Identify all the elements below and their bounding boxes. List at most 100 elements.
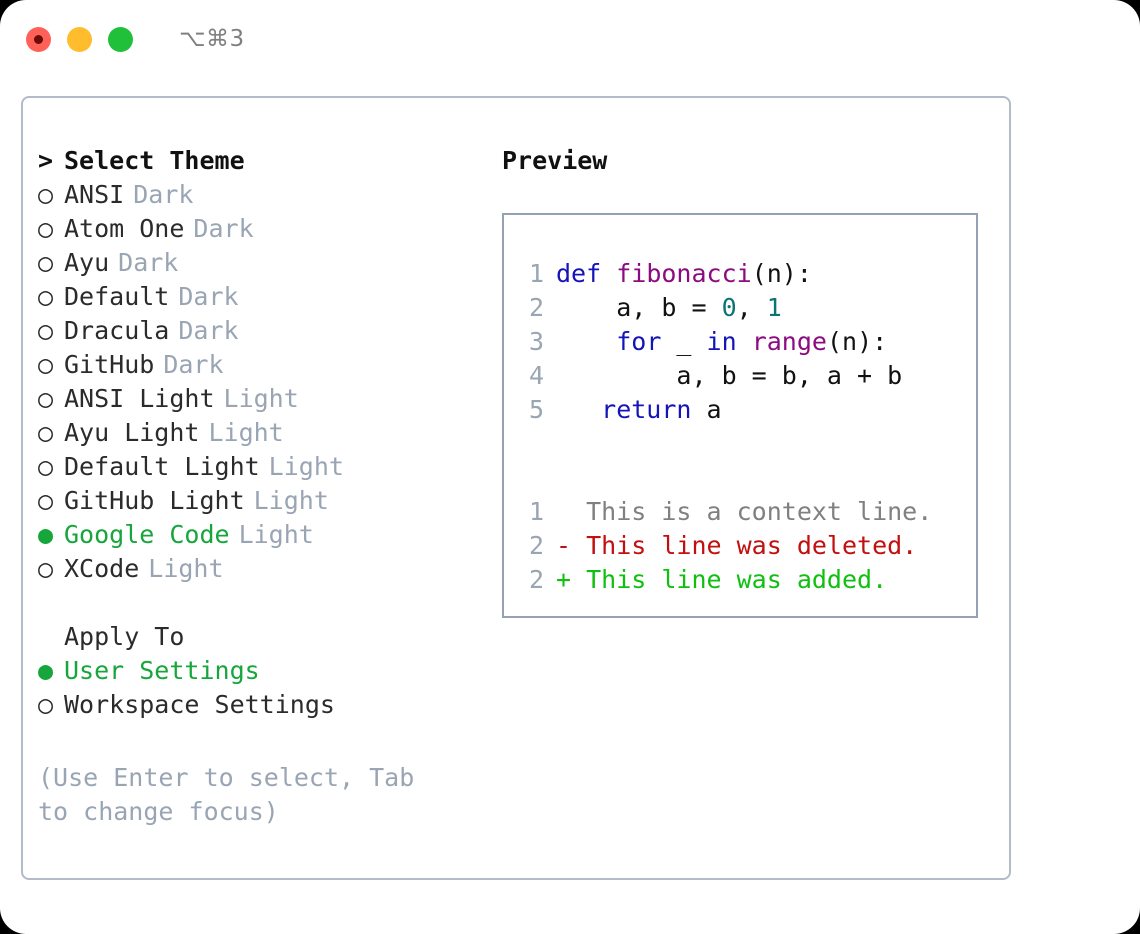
- theme-item-label: Default: [64, 282, 170, 311]
- code-token-plain: [737, 327, 752, 356]
- code-line: 2 a, b = 0, 1: [504, 293, 976, 327]
- diff-text: This is a context line.: [586, 497, 933, 526]
- line-number: 2: [528, 531, 544, 560]
- apply-to-item-workspace-settings[interactable]: ○ Workspace Settings: [38, 690, 468, 724]
- line-number: 5: [528, 395, 544, 424]
- theme-item-variant: Dark: [118, 248, 179, 277]
- theme-picker: > Select Theme ○ ANSI Dark ○ Atom One Da…: [38, 146, 468, 724]
- theme-item-variant: Dark: [193, 214, 254, 243]
- theme-item-variant: Light: [208, 418, 284, 447]
- radio-selected-icon[interactable]: ●: [38, 656, 54, 685]
- theme-item-ayu[interactable]: ○ Ayu Dark: [38, 248, 468, 282]
- diff-sign: +: [556, 565, 587, 594]
- radio-unselected-icon[interactable]: ○: [38, 350, 54, 379]
- title-bar: ⌥⌘3: [0, 0, 1140, 78]
- code-line: 1 def fibonacci(n):: [504, 259, 976, 293]
- code-token-plain: _: [661, 327, 707, 356]
- code-blank-line: [504, 429, 976, 463]
- line-number: 3: [528, 327, 544, 356]
- theme-item-label: ANSI Light: [64, 384, 215, 413]
- close-window-icon[interactable]: [26, 26, 51, 52]
- code-line: 5 return a: [504, 395, 976, 429]
- theme-item-ansi-light[interactable]: ○ ANSI Light Light: [38, 384, 468, 418]
- code-token-keyword: return: [601, 395, 692, 424]
- theme-item-variant: Dark: [163, 350, 224, 379]
- theme-item-variant: Light: [223, 384, 299, 413]
- theme-item-variant: Light: [268, 452, 344, 481]
- code-token-plain: [556, 395, 601, 424]
- theme-item-label: GitHub Light: [64, 486, 245, 515]
- theme-item-label: XCode: [64, 554, 140, 583]
- theme-item-ayu-light[interactable]: ○ Ayu Light Light: [38, 418, 468, 452]
- radio-unselected-icon[interactable]: ○: [38, 180, 54, 209]
- apply-to-item-user-settings[interactable]: ● User Settings: [38, 656, 468, 690]
- theme-item-google-code[interactable]: ● Google Code Light: [38, 520, 468, 554]
- code-token-plain: a: [691, 395, 722, 424]
- theme-item-dracula[interactable]: ○ Dracula Dark: [38, 316, 468, 350]
- theme-item-ansi[interactable]: ○ ANSI Dark: [38, 180, 468, 214]
- maximize-window-icon[interactable]: [108, 26, 133, 52]
- radio-selected-icon[interactable]: ●: [38, 520, 54, 549]
- theme-item-label: Ayu: [64, 248, 110, 277]
- code-token-function: fibonacci: [616, 259, 752, 288]
- apply-to-item-label: User Settings: [64, 656, 260, 685]
- theme-item-label: Atom One: [64, 214, 185, 243]
- theme-item-variant: Dark: [133, 180, 194, 209]
- code-blank-line: [504, 463, 976, 497]
- theme-item-atom-one[interactable]: ○ Atom One Dark: [38, 214, 468, 248]
- list-spacer: [38, 588, 468, 622]
- caret-icon: >: [38, 146, 54, 175]
- radio-unselected-icon[interactable]: ○: [38, 316, 54, 345]
- apply-to-header: Apply To: [38, 622, 468, 656]
- theme-item-variant: Light: [148, 554, 224, 583]
- radio-unselected-icon[interactable]: ○: [38, 282, 54, 311]
- theme-item-variant: Dark: [178, 282, 239, 311]
- radio-unselected-icon[interactable]: ○: [38, 690, 54, 719]
- line-number: 4: [528, 361, 544, 390]
- preview-title: Preview: [502, 146, 608, 175]
- theme-item-variant: Light: [238, 520, 314, 549]
- theme-picker-header: > Select Theme: [38, 146, 468, 180]
- code-token-plain: (n):: [826, 327, 888, 356]
- minimize-window-icon[interactable]: [67, 26, 92, 52]
- keyboard-hint: (Use Enter to select, Tab to change focu…: [38, 763, 415, 826]
- radio-unselected-icon[interactable]: ○: [38, 248, 54, 277]
- diff-sign: -: [556, 531, 587, 560]
- code-line: 4 a, b = b, a + b: [504, 361, 976, 395]
- preview-pane: Preview 1 def fibonacci(n): 2 a, b = 0, …: [502, 146, 992, 618]
- theme-item-xcode[interactable]: ○ XCode Light: [38, 554, 468, 588]
- code-token-keyword: for: [616, 327, 662, 356]
- theme-item-variant: Dark: [178, 316, 239, 345]
- diff-text: This line was added.: [586, 565, 888, 594]
- radio-unselected-icon[interactable]: ○: [38, 452, 54, 481]
- radio-unselected-icon[interactable]: ○: [38, 486, 54, 515]
- line-number: 2: [528, 293, 544, 322]
- line-number: 2: [528, 565, 544, 594]
- code-token-function: range: [751, 327, 827, 356]
- code-line: 3 for _ in range(n):: [504, 327, 976, 361]
- code-token-plain: a, b =: [556, 293, 722, 322]
- radio-unselected-icon[interactable]: ○: [38, 418, 54, 447]
- diff-line-added: 2 + This line was added.: [504, 565, 976, 599]
- radio-unselected-icon[interactable]: ○: [38, 384, 54, 413]
- line-number: 1: [528, 259, 544, 288]
- radio-unselected-icon[interactable]: ○: [38, 214, 54, 243]
- window-title: ⌥⌘3: [179, 26, 245, 52]
- theme-item-default[interactable]: ○ Default Dark: [38, 282, 468, 316]
- line-number: 1: [528, 497, 544, 526]
- code-token-plain: ,: [736, 293, 767, 322]
- theme-item-variant: Light: [253, 486, 329, 515]
- theme-item-label: Dracula: [64, 316, 170, 345]
- traffic-lights: [26, 26, 133, 52]
- theme-item-default-light[interactable]: ○ Default Light Light: [38, 452, 468, 486]
- theme-item-label: Ayu Light: [64, 418, 200, 447]
- radio-unselected-icon[interactable]: ○: [38, 554, 54, 583]
- theme-item-github-light[interactable]: ○ GitHub Light Light: [38, 486, 468, 520]
- code-token-plain: [556, 327, 616, 356]
- theme-item-github[interactable]: ○ GitHub Dark: [38, 350, 468, 384]
- main-panel: > Select Theme ○ ANSI Dark ○ Atom One Da…: [21, 96, 1011, 880]
- code-preview-box: 1 def fibonacci(n): 2 a, b = 0, 1 3 for …: [502, 213, 978, 618]
- theme-item-label: GitHub: [64, 350, 155, 379]
- diff-line-deleted: 2 - This line was deleted.: [504, 531, 976, 565]
